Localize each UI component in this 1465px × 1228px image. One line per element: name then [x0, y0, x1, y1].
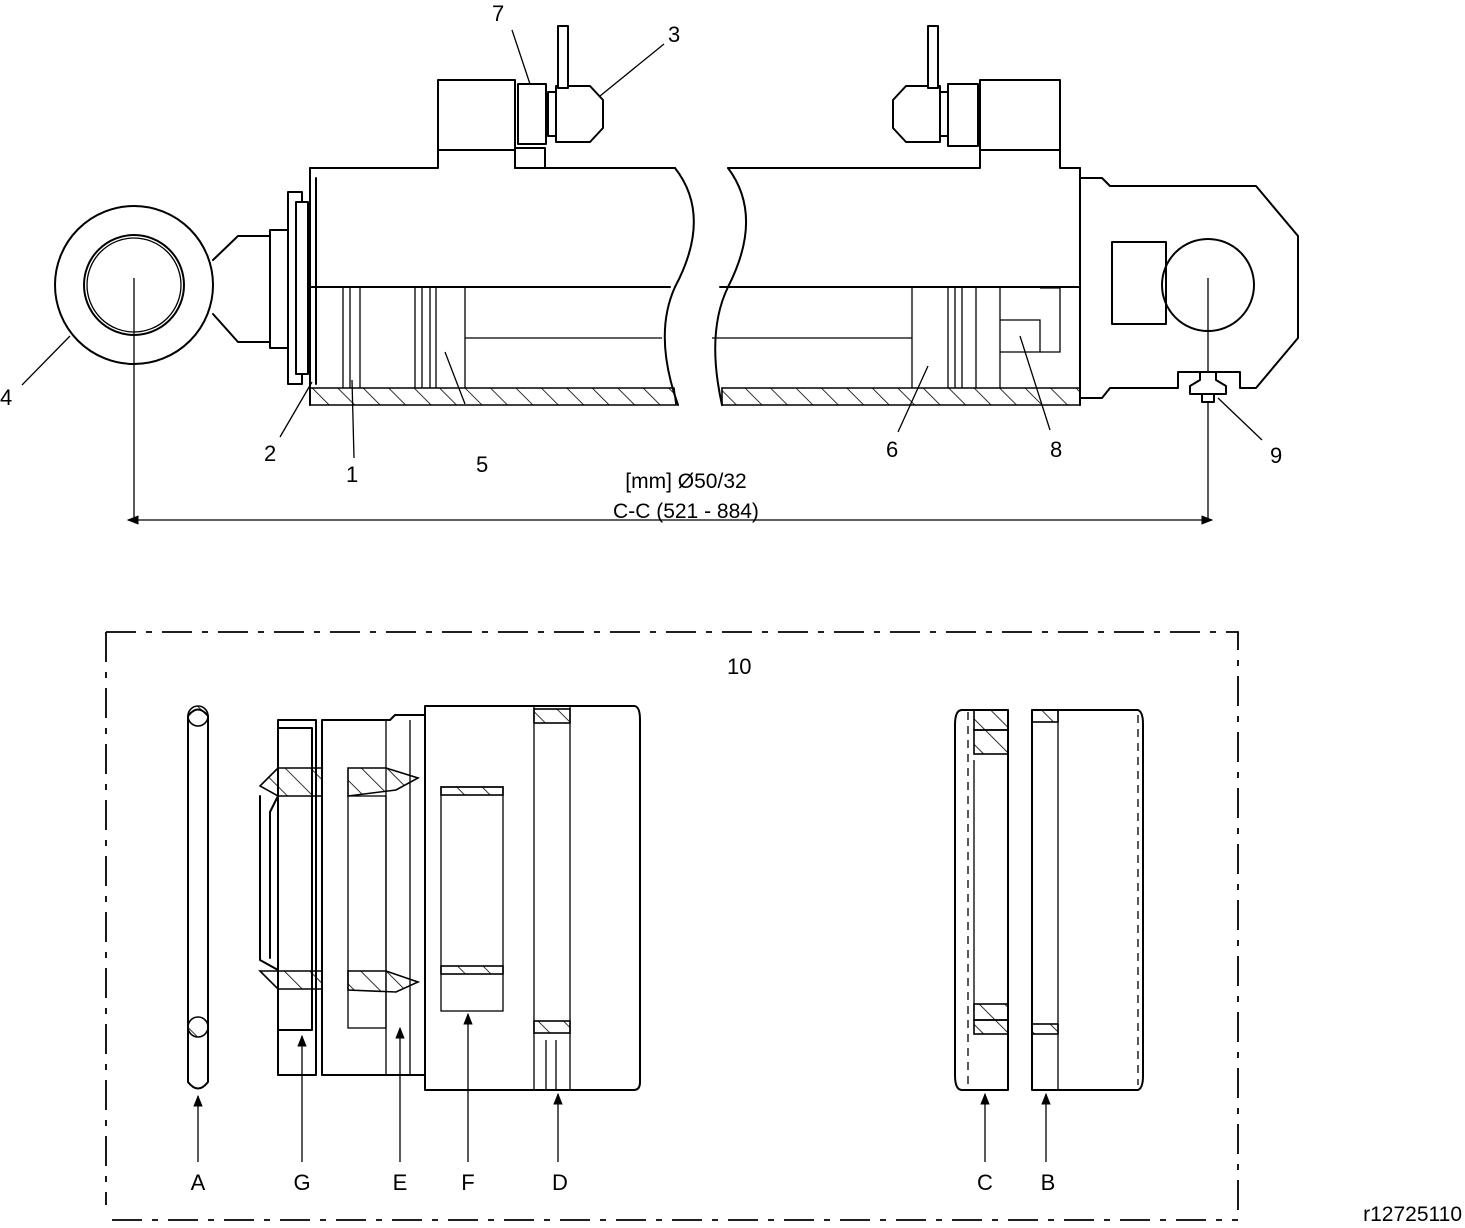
callout-3: 3 — [668, 22, 680, 47]
callout-leaders — [21, 29, 1263, 459]
seal-g — [258, 719, 323, 1076]
seal-a-oring — [187, 705, 209, 1090]
callout-5: 5 — [476, 452, 488, 477]
seal-arrows — [193, 1012, 1051, 1162]
bore-rod-size: [mm] Ø50/32 — [625, 470, 746, 493]
seal-label-e: E — [393, 1170, 408, 1195]
seal-kit-frame — [105, 631, 1239, 1221]
seal-e — [321, 714, 426, 1076]
callout-9: 9 — [1270, 443, 1282, 468]
callout-6: 6 — [886, 437, 898, 462]
callout-8: 8 — [1050, 437, 1062, 462]
seal-label-a: A — [191, 1170, 206, 1195]
seal-label-f: F — [461, 1170, 474, 1195]
seal-label-g: G — [293, 1170, 310, 1195]
cylinder-assembly — [54, 25, 1299, 520]
callout-10: 10 — [727, 654, 751, 679]
seal-b — [1031, 709, 1144, 1091]
seal-labels: A G E F D C B — [191, 1170, 1056, 1195]
callout-numbers: 4 2 1 5 7 3 6 8 9 10 — [0, 1, 1282, 679]
callout-4: 4 — [0, 385, 12, 410]
seal-d — [533, 706, 571, 1090]
callout-1: 1 — [346, 462, 358, 487]
reference-code: r12725110 — [1363, 1203, 1462, 1226]
seal-label-d: D — [552, 1170, 568, 1195]
cc-length: C-C (521 - 884) — [613, 500, 759, 523]
seal-label-c: C — [977, 1170, 993, 1195]
seal-label-b: B — [1041, 1170, 1056, 1195]
callout-7: 7 — [492, 1, 504, 26]
callout-2: 2 — [264, 441, 276, 466]
seal-c — [954, 709, 1009, 1091]
seal-f — [424, 705, 641, 1091]
